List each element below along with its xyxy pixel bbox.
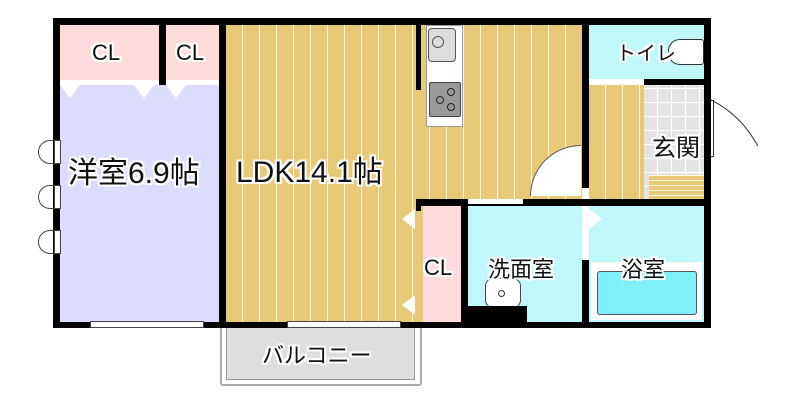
western-room-label: 洋室6.9帖	[68, 157, 200, 190]
entrance-label: 玄関	[652, 135, 700, 162]
entrance-step	[649, 175, 704, 200]
window-icon	[54, 140, 61, 164]
basin-drain-icon	[498, 290, 505, 297]
closet-3-label: CL	[424, 255, 453, 280]
window-icon	[90, 321, 204, 328]
closet-door-icon	[402, 209, 415, 229]
stove-icon	[429, 82, 461, 117]
wall-left	[53, 18, 60, 328]
toilet-label: トイレ	[616, 43, 676, 65]
window-icon	[54, 185, 61, 209]
closet-door-icon	[402, 295, 415, 315]
wall-mid-horizontal	[416, 199, 711, 206]
closet-door-icon	[166, 85, 186, 98]
window-icon	[54, 230, 61, 254]
closet-door-icon	[60, 85, 80, 98]
balcony-floor	[226, 322, 415, 380]
western-room	[60, 84, 219, 322]
window-swing-icon	[38, 230, 55, 254]
wall-closet-divider	[159, 18, 166, 85]
drain-icon	[432, 36, 444, 48]
wall-cl3-left	[416, 199, 421, 211]
burner-icon	[436, 96, 444, 104]
balcony-label: バルコニー	[262, 343, 372, 368]
window-icon	[287, 321, 401, 328]
closet-2	[166, 25, 219, 80]
burner-icon	[447, 103, 455, 111]
bathroom-door-icon	[589, 209, 602, 229]
bathtub-icon	[597, 271, 697, 315]
washroom-label: 洗面室	[488, 257, 555, 282]
closet-2-label: CL	[176, 40, 205, 65]
toilet-bowl-icon	[668, 39, 704, 65]
closet-door-icon	[134, 85, 154, 98]
ldk-label: LDK14.1帖	[236, 156, 383, 189]
wall-top	[53, 18, 710, 25]
washroom-door-track	[468, 199, 523, 204]
wall-ldk-hall	[582, 18, 589, 188]
wall-wash-bath	[582, 260, 589, 328]
bathroom-label: 浴室	[621, 257, 666, 282]
closet-1-label: CL	[92, 40, 121, 65]
wall-toilet-bottom	[644, 79, 710, 85]
closet-1	[60, 25, 159, 80]
burner-icon	[447, 88, 455, 96]
window-swing-icon	[38, 140, 55, 164]
window-swing-icon	[38, 185, 55, 209]
wall-right	[704, 18, 711, 328]
hallway	[589, 85, 644, 200]
wall-cl3-wash	[461, 199, 468, 328]
closet-3	[423, 206, 461, 322]
wall-kitchen-stub	[416, 25, 421, 90]
closet-door-track	[60, 80, 219, 85]
wall-western-ldk	[219, 18, 226, 328]
